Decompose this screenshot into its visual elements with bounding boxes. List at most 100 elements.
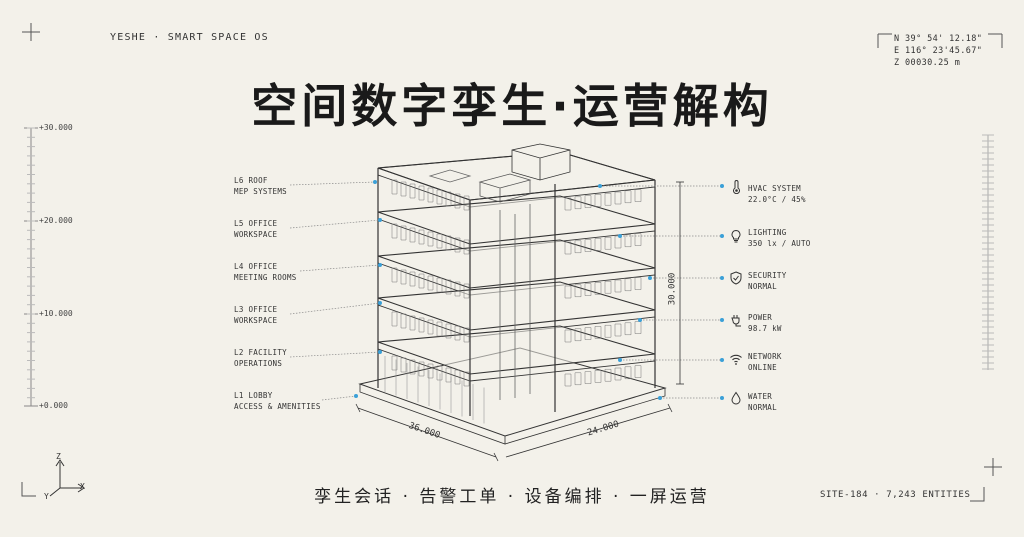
interior-desk (624, 190, 632, 204)
interior-desk (427, 363, 434, 379)
interior-desk (454, 369, 461, 385)
right-ruler (982, 134, 994, 370)
status-hvac[interactable]: HVAC SYSTEM 22.0°C / 45% (748, 184, 806, 205)
level-label-l6[interactable]: L6 ROOF MEP SYSTEMS (234, 176, 287, 197)
interior-desk (463, 283, 470, 299)
interior-desk (634, 277, 642, 290)
interior-desk (584, 283, 592, 296)
level-desc: ACCESS & AMENITIES (234, 401, 321, 411)
interior-desk (634, 321, 642, 334)
interior-desk (463, 239, 470, 255)
interior-desk (454, 325, 461, 341)
interior-desk (564, 329, 572, 343)
interior-desk (400, 357, 407, 373)
leader-dots (354, 180, 724, 400)
level-label-l4[interactable]: L4 OFFICE MEETING ROOMS (234, 262, 297, 283)
status-lighting[interactable]: LIGHTING 350 lx / AUTO (748, 228, 811, 249)
status-power[interactable]: POWER 98.7 kW (748, 313, 782, 334)
latitude-readout: N 39° 54' 12.18" (894, 34, 983, 44)
interior-desk (594, 194, 602, 207)
interior-desk (604, 324, 612, 338)
status-name: SECURITY (748, 271, 787, 280)
plug-icon (731, 315, 741, 327)
level-label-l2[interactable]: L2 FACILITY OPERATIONS (234, 348, 287, 369)
status-value: 350 lx / AUTO (748, 238, 811, 248)
status-value: 98.7 kW (748, 323, 782, 333)
interior-desk (445, 323, 452, 339)
interior-desk (624, 366, 632, 380)
feature-tagline: 孪生会话 · 告警工单 · 设备编排 · 一屏运营 (314, 487, 710, 507)
scale-label-30: +30.000 (39, 123, 73, 132)
height-dimension: 30.000 (667, 272, 678, 306)
status-name: WATER (748, 392, 773, 401)
floor-slab (377, 195, 656, 252)
level-name: L2 FACILITY (234, 348, 287, 357)
axis-gizmo (49, 459, 85, 497)
thermometer-icon (733, 180, 740, 194)
status-security[interactable]: SECURITY NORMAL (748, 271, 787, 292)
level-name: L1 LOBBY (234, 391, 273, 400)
interior-desk (634, 189, 642, 202)
interior-desk (400, 181, 407, 197)
interior-desk (604, 280, 612, 294)
interior-desk (445, 367, 452, 383)
interior-desk (574, 196, 582, 210)
interior-desk (436, 321, 443, 337)
coordinates-readout: N 39° 54' 12.18" E 116° 23'45.67" Z 0003… (894, 33, 982, 69)
interior-desk (445, 235, 452, 251)
status-value: ONLINE (748, 362, 777, 372)
interior-desk (391, 267, 398, 283)
interior-desk (594, 238, 602, 251)
corner-marks (21, 23, 1003, 502)
scale-label-20: +20.000 (39, 216, 73, 225)
floor-slab (377, 281, 656, 338)
level-desc: WORKSPACE (234, 229, 278, 239)
interior-desk (634, 233, 642, 246)
lightbulb-icon (731, 229, 741, 243)
status-network[interactable]: NETWORK ONLINE (748, 352, 782, 373)
interior-desk (584, 195, 592, 208)
leader-lines (289, 181, 722, 401)
status-name: NETWORK (748, 352, 782, 361)
elevation-readout: Z 00030.25 m (894, 58, 961, 68)
level-name: L5 OFFICE (234, 219, 278, 228)
interior-desk (574, 284, 582, 298)
interior-desk (454, 281, 461, 297)
interior-desk (418, 185, 425, 201)
level-label-l3[interactable]: L3 OFFICE WORKSPACE (234, 305, 277, 326)
interior-desk (604, 236, 612, 250)
interior-desk (463, 195, 470, 211)
interior-desk (624, 322, 632, 336)
scale-label-0: +0.000 (39, 401, 68, 410)
interior-desk (564, 373, 572, 387)
level-label-l1[interactable]: L1 LOBBY ACCESS & AMENITIES (234, 391, 321, 412)
scale-label-10: +10.000 (39, 309, 73, 318)
interior-desk (614, 191, 622, 205)
status-value: NORMAL (748, 402, 777, 412)
interior-desk (400, 269, 407, 285)
interior-desk (409, 227, 416, 243)
status-name: LIGHTING (748, 228, 787, 237)
page-title: 空间数字孪生·运营解构 (251, 79, 773, 133)
interior-desk (594, 326, 602, 339)
interior-desk (454, 193, 461, 209)
interior-desk (604, 368, 612, 382)
level-label-l5[interactable]: L5 OFFICE WORKSPACE (234, 219, 277, 240)
wifi-icon (730, 354, 742, 365)
shield-icon (730, 271, 742, 285)
interior-desk (445, 279, 452, 295)
interior-desk (564, 285, 572, 299)
level-desc: MEP SYSTEMS (234, 186, 287, 196)
interior-desk (634, 365, 642, 378)
interior-desk (427, 319, 434, 335)
interior-desk (594, 282, 602, 295)
status-water[interactable]: WATER NORMAL (748, 392, 777, 413)
interior-desk (427, 187, 434, 203)
interior-desk (391, 179, 398, 195)
interior-desk (584, 239, 592, 252)
status-name: POWER (748, 313, 773, 322)
interior-desk (463, 371, 470, 387)
interior-desk (564, 197, 572, 211)
interior-desk (624, 234, 632, 248)
water-drop-icon (731, 391, 741, 405)
